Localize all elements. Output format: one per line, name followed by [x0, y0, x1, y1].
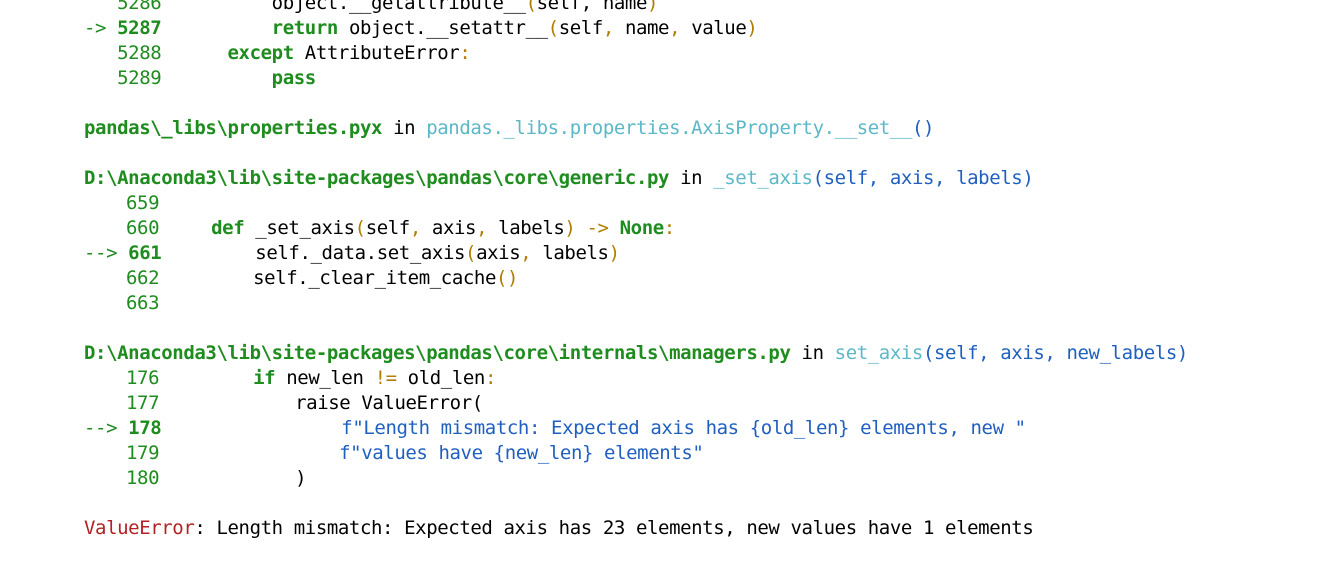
code-line: 5288 except AttributeError:	[117, 42, 471, 64]
frame-file-path[interactable]: pandas\_libs\properties.pyx	[84, 117, 383, 139]
error-message: ValueError: Length mismatch: Expected ax…	[84, 516, 1034, 541]
code-line-current: -> 5287 return object.__setattr__(self, …	[84, 17, 758, 39]
code-line: 180)	[126, 467, 307, 489]
frame-header: D:\Anaconda3\lib\site-packages\pandas\co…	[84, 167, 1034, 189]
frame-header: D:\Anaconda3\lib\site-packages\pandas\co…	[84, 342, 1188, 364]
frame-header: pandas\_libs\properties.pyx in pandas._l…	[84, 117, 935, 139]
frame-function-name: _set_axis	[713, 167, 813, 189]
frame-function-name: set_axis	[834, 342, 924, 364]
code-line: 659	[126, 192, 160, 214]
frame-file-path[interactable]: D:\Anaconda3\lib\site-packages\pandas\co…	[84, 167, 670, 189]
error-type: ValueError	[84, 517, 195, 539]
code-line: 663	[126, 292, 160, 314]
code-line: 5286 object.__getattribute__(self, name)	[117, 0, 659, 14]
frame-function-name: pandas._libs.properties.AxisProperty.__s…	[426, 117, 912, 139]
error-text: : Length mismatch: Expected axis has 23 …	[194, 517, 1034, 539]
frame-file-path[interactable]: D:\Anaconda3\lib\site-packages\pandas\co…	[84, 342, 791, 364]
code-line: 5289 pass	[117, 67, 316, 89]
